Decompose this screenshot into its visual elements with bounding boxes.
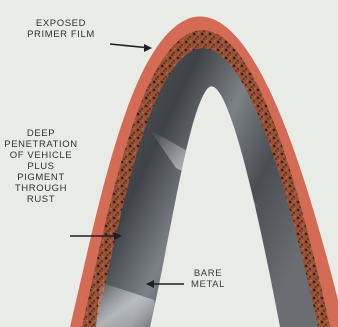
label-bare-metal: BARE METAL	[182, 268, 234, 290]
label-exposed-primer-film: EXPOSED PRIMER FILM	[10, 18, 112, 40]
leader-arrow-primer	[144, 44, 152, 52]
label-deep-penetration: DEEP PENETRATION OF VEHICLE PLUS PIGMENT…	[2, 128, 80, 205]
